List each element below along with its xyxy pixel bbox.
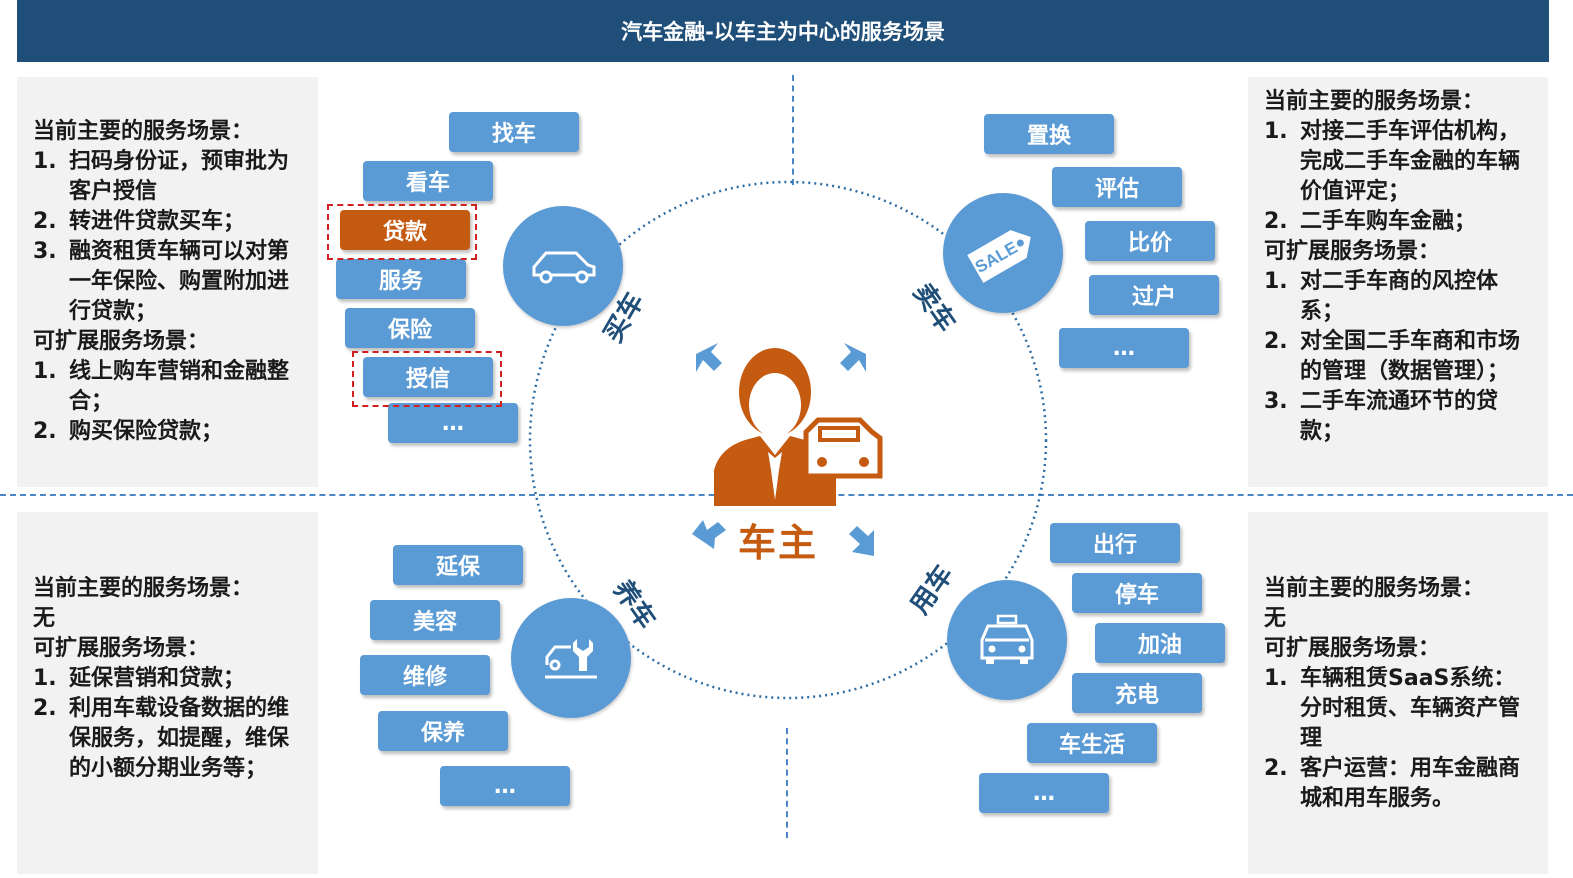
list-item: 3.融资租赁车辆可以对第一年保险、购置附加进行贷款； [33, 239, 290, 324]
arrows [692, 343, 874, 556]
taxi-icon [980, 614, 1034, 664]
pill-loan[interactable]: 贷款 [340, 210, 470, 250]
pill-beauty[interactable]: 美容 [370, 600, 500, 640]
page-title: 汽车金融-以车主为中心的服务场景 [17, 0, 1549, 62]
list-item: 2.利用车载设备数据的维保服务，如提醒，维保的小额分期业务等； [33, 696, 290, 781]
vertical-divider-bottom [786, 728, 788, 838]
list-item: 3.二手车流通环节的贷款； [1264, 389, 1499, 444]
list-item: 1.对接二手车评估机构，完成二手车金融的车辆价值评定； [1264, 119, 1521, 204]
panel-heading-expand: 可扩展服务场景： [1264, 239, 1441, 264]
pill-more-sell[interactable]: … [1059, 328, 1189, 368]
buy-car-circle [503, 206, 623, 326]
sale-tag-icon: SALE [967, 230, 1031, 283]
use-car-circle [947, 580, 1067, 700]
list-item: 1.扫码身份证，预审批为客户授信 [33, 149, 290, 204]
pill-service[interactable]: 服务 [336, 259, 466, 299]
list-item: 1.对二手车商的风控体系； [1264, 269, 1499, 324]
pill-repair[interactable]: 维修 [360, 655, 490, 695]
pill-appraise[interactable]: 评估 [1052, 167, 1182, 207]
car-icon [532, 251, 596, 284]
orbit-ring [528, 180, 1048, 700]
maintain-car-circle [511, 598, 631, 718]
panel-maintain-car: 当前主要的服务场景： 无 可扩展服务场景： 1.延保营销和贷款； 2.利用车载设… [17, 512, 318, 874]
arrow-up-right-icon [840, 343, 866, 372]
list-item: 1.延保营销和贷款； [33, 666, 246, 691]
list-item: 1.线上购车营销和金融整合； [33, 359, 290, 414]
highlight-frame-credit [352, 351, 502, 407]
pill-trade-in[interactable]: 置换 [984, 114, 1114, 154]
panel-heading-current: 当前主要的服务场景： [1264, 89, 1485, 114]
pill-compare-price[interactable]: 比价 [1085, 221, 1215, 261]
panel-none-text: 无 [1264, 606, 1287, 631]
pill-charging[interactable]: 充电 [1072, 673, 1202, 713]
pill-parking[interactable]: 停车 [1072, 573, 1202, 613]
list-item: 2.转进件贷款买车； [33, 209, 246, 234]
highlight-frame-loan [327, 204, 477, 260]
panel-heading-current: 当前主要的服务场景： [1264, 576, 1485, 601]
car-wrench-icon [545, 639, 597, 679]
pill-credit[interactable]: 授信 [363, 357, 493, 397]
panel-heading-expand: 可扩展服务场景： [33, 636, 210, 661]
pill-extended-warranty[interactable]: 延保 [393, 545, 523, 585]
list-item: 2.对全国二手车商和市场的管理（数据管理）； [1264, 329, 1521, 384]
list-item: 1.车辆租赁SaaS系统：分时租赁、车辆资产管理 [1264, 666, 1521, 751]
panel-none-text: 无 [33, 606, 56, 631]
pill-more-buy[interactable]: … [388, 403, 518, 443]
center-label: 车主 [738, 521, 819, 565]
list-item: 2.购买保险贷款； [33, 419, 224, 444]
pill-insurance[interactable]: 保险 [345, 308, 475, 348]
panel-sell-car: 当前主要的服务场景： 1.对接二手车评估机构，完成二手车金融的车辆价值评定； 2… [1248, 77, 1548, 487]
arrow-up-left-icon [696, 343, 722, 372]
panel-heading-expand: 可扩展服务场景： [1264, 636, 1441, 661]
arrow-down-right-icon [849, 526, 874, 556]
pill-maintenance[interactable]: 保养 [378, 711, 508, 751]
car-owner-icon [714, 348, 883, 506]
panel-heading-current: 当前主要的服务场景： [33, 119, 254, 144]
panel-heading-expand: 可扩展服务场景： [33, 329, 210, 354]
list-item: 2.二手车购车金融； [1264, 209, 1477, 234]
panel-use-car: 当前主要的服务场景： 无 可扩展服务场景： 1.车辆租赁SaaS系统：分时租赁、… [1248, 512, 1548, 874]
pill-refuel[interactable]: 加油 [1095, 623, 1225, 663]
pill-travel[interactable]: 出行 [1050, 523, 1180, 563]
vertical-divider-top [792, 75, 794, 185]
sell-car-circle: SALE [943, 193, 1063, 313]
pill-view-car[interactable]: 看车 [363, 161, 493, 201]
pill-transfer[interactable]: 过户 [1089, 275, 1219, 315]
panel-buy-car: 当前主要的服务场景： 1.扫码身份证，预审批为客户授信 2.转进件贷款买车； 3… [17, 77, 318, 487]
panel-heading-current: 当前主要的服务场景： [33, 576, 254, 601]
arrow-down-left-icon [692, 520, 726, 549]
pill-car-life[interactable]: 车生活 [1027, 723, 1157, 763]
pill-more-use[interactable]: … [979, 773, 1109, 813]
list-item: 2.客户运营：用车金融商城和用车服务。 [1264, 756, 1521, 811]
pill-more-maintain[interactable]: … [440, 766, 570, 806]
pill-find-car[interactable]: 找车 [449, 112, 579, 152]
